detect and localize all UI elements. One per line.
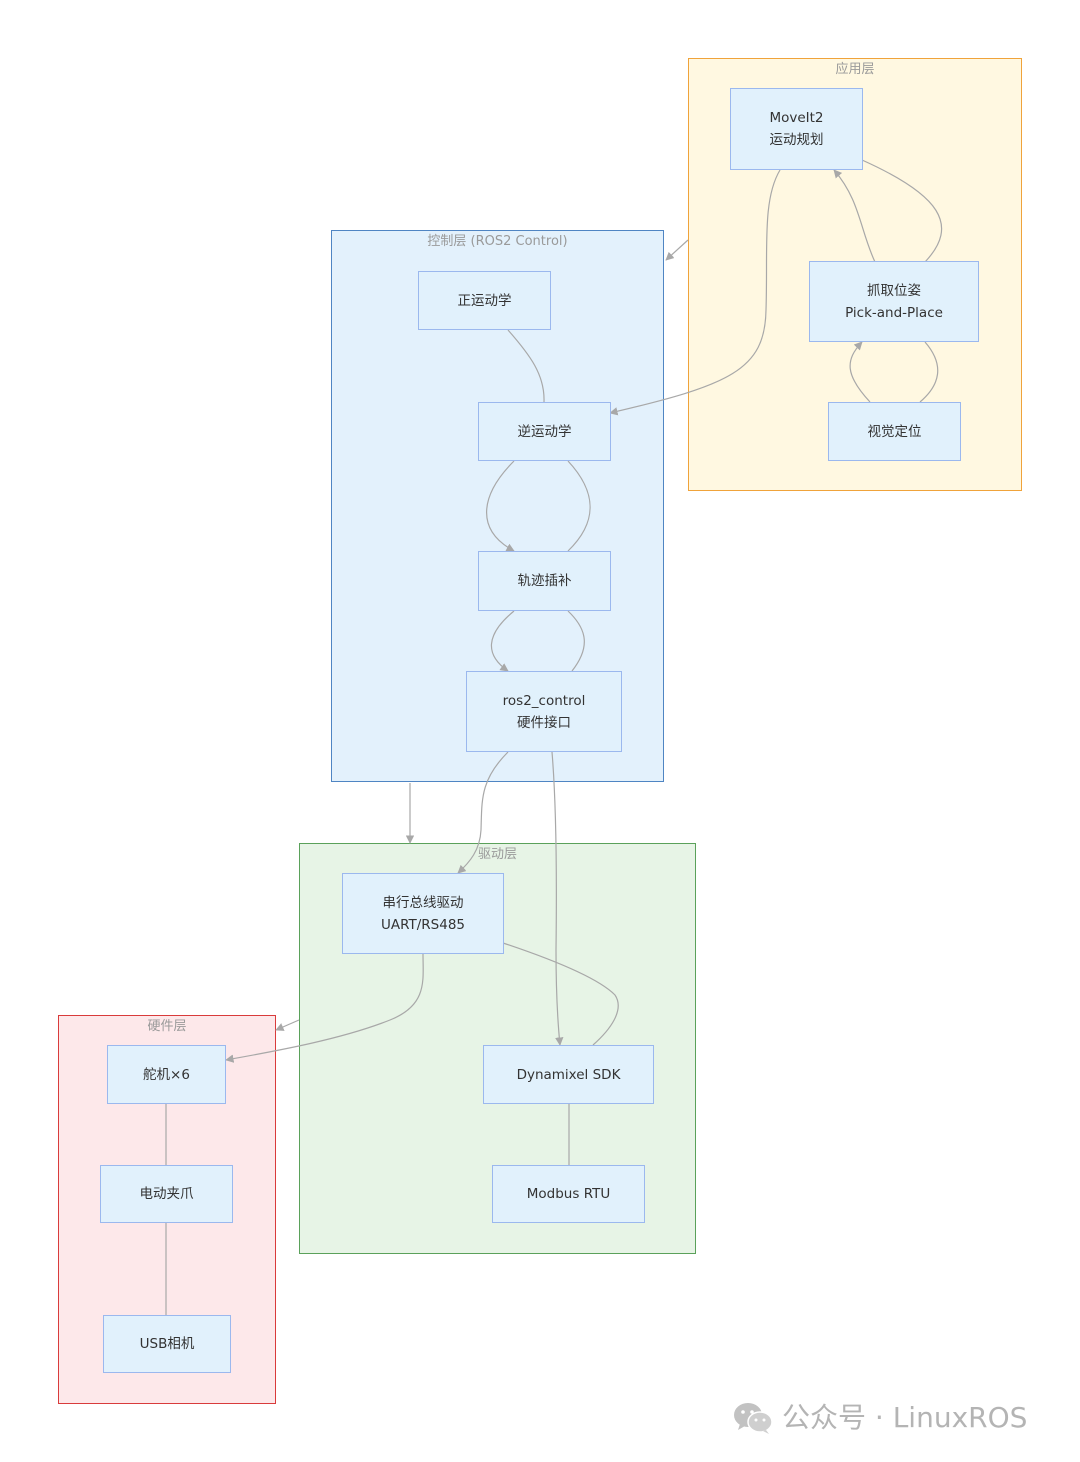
node-vision[interactable]: 视觉定位 xyxy=(828,402,961,461)
edge-ros2ctrl-to-traj xyxy=(567,610,585,672)
node-label: UART/RS485 xyxy=(380,916,466,933)
edge-fk-to-ik xyxy=(507,329,545,403)
node-label: 视觉定位 xyxy=(867,423,922,440)
group-title: 驱动层 xyxy=(477,847,517,862)
node-label: 正运动学 xyxy=(457,292,512,309)
node-label: MoveIt2 xyxy=(769,110,824,126)
node-label: 电动夹爪 xyxy=(139,1186,194,1202)
edge-ik-to-traj xyxy=(486,460,515,552)
edge-grasp-to-vision xyxy=(919,341,939,403)
edge-vision-to-grasp xyxy=(849,341,871,403)
node-label: Modbus RTU xyxy=(526,1186,611,1202)
edge-moveit-to-ik xyxy=(609,169,781,416)
edge-serial-to-dynamixel xyxy=(502,942,619,1046)
edge-ros2ctrl-to-serial xyxy=(457,751,509,874)
node-forward-kinematics[interactable]: 正运动学 xyxy=(418,271,551,330)
edge-moveit-to-grasp xyxy=(861,159,943,263)
watermark-text: 公众号 · LinuxROS xyxy=(782,1401,1028,1434)
node-usb-camera[interactable]: USB相机 xyxy=(103,1315,231,1373)
node-label: Dynamixel SDK xyxy=(516,1066,621,1083)
node-electric-gripper[interactable]: 电动夹爪 xyxy=(100,1165,233,1223)
edge-traj-to-ros2ctrl xyxy=(490,610,515,672)
edge-driver-to-hardware xyxy=(275,1019,300,1031)
edge-app-to-control xyxy=(665,239,689,261)
node-label: 硬件接口 xyxy=(517,714,571,731)
node-moveit[interactable]: MoveIt2 运动规划 xyxy=(730,88,863,170)
node-serial-bus-driver[interactable]: 串行总线驱动 UART/RS485 xyxy=(342,873,504,954)
node-label: Pick-and-Place xyxy=(845,304,943,321)
edge-serial-to-servo xyxy=(225,953,424,1063)
node-modbus-rtu[interactable]: Modbus RTU xyxy=(492,1165,645,1223)
node-label: USB相机 xyxy=(139,1336,195,1352)
edge-traj-to-ik xyxy=(567,460,591,552)
group-title: 应用层 xyxy=(835,62,875,77)
group-title: 硬件层 xyxy=(147,1019,187,1034)
node-label: 舵机×6 xyxy=(143,1066,190,1083)
edge-grasp-to-moveit xyxy=(833,169,876,263)
wechat-icon xyxy=(734,1403,773,1434)
node-label: 轨迹插补 xyxy=(517,573,572,589)
node-grasp-pose[interactable]: 抓取位姿 Pick-and-Place xyxy=(809,261,979,342)
node-label: 抓取位姿 xyxy=(867,282,921,299)
node-inverse-kinematics[interactable]: 逆运动学 xyxy=(478,402,611,461)
node-label: 逆运动学 xyxy=(517,423,572,440)
node-servo[interactable]: 舵机×6 xyxy=(107,1045,226,1104)
node-ros2-control[interactable]: ros2_control 硬件接口 xyxy=(466,671,622,752)
group-title: 控制层 (ROS2 Control) xyxy=(427,234,568,249)
watermark: 公众号 · LinuxROS xyxy=(732,1398,1027,1438)
node-trajectory-interpolation[interactable]: 轨迹插补 xyxy=(478,551,611,611)
node-label: 串行总线驱动 xyxy=(382,894,464,911)
edge-ros2ctrl-to-dynamixel xyxy=(551,751,564,1046)
node-label: ros2_control xyxy=(502,692,586,709)
node-dynamixel-sdk[interactable]: Dynamixel SDK xyxy=(483,1045,654,1104)
node-label: 运动规划 xyxy=(769,132,824,148)
